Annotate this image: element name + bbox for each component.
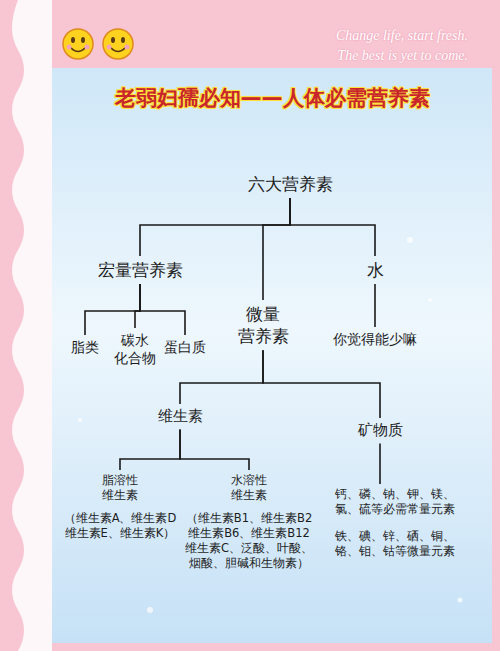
slogan-text: The best is yet to come. xyxy=(337,48,468,64)
node-label: 宏量营养素 xyxy=(98,259,183,281)
node-label: 水 xyxy=(367,259,384,281)
tree-connector xyxy=(180,430,249,471)
slogan-text: Change life, start fresh. xyxy=(336,28,468,44)
text-line: 脂类 xyxy=(71,339,99,355)
tree-connector xyxy=(290,198,375,256)
text-line: 维生素 xyxy=(102,488,138,502)
text-line: 烟酸、胆碱和生物素） xyxy=(189,556,309,570)
tree-node: 脂溶性 维生素 （维生素A、维生素D 维生素E、维生素K） xyxy=(62,472,179,542)
text-line: 维生素 xyxy=(158,407,203,425)
text-line: 氯、硫等必需常量元素 xyxy=(335,502,455,516)
node-label: 脂溶性 维生素 xyxy=(102,473,138,503)
text-line: 六大营养素 xyxy=(248,174,333,194)
text-line: 蛋白质 xyxy=(164,339,206,355)
text-line: 矿物质 xyxy=(358,421,403,439)
tree-node: 矿物质 xyxy=(356,420,405,442)
tree-node: 维生素 xyxy=(156,406,205,428)
text-line: 维生素 xyxy=(231,488,267,502)
text-line: 化合物 xyxy=(114,350,156,366)
text-line: 微量 xyxy=(246,304,280,324)
text-line: 铬、钼、钴等微量元素 xyxy=(335,544,455,558)
text-line: 营养素 xyxy=(238,326,289,346)
tree-connector xyxy=(140,284,185,335)
tree-node: 钙、磷、钠、钾、镁、 氯、硫等必需常量元素铁、碘、锌、硒、铜、 铬、钼、钴等微量… xyxy=(333,486,457,560)
tree-node: 水溶性 维生素 （维生素B1、维生素B2 维生素B6、维生素B12 维生素C、泛酸… xyxy=(183,472,315,572)
text-line: 水溶性 xyxy=(231,473,267,487)
tree-node: 脂类 xyxy=(69,337,101,357)
tree-node: 水 xyxy=(365,258,386,282)
tree-connector xyxy=(140,198,290,256)
text-line: 维生素B6、维生素B12 xyxy=(188,526,310,540)
text-line: 碳水 xyxy=(121,332,149,348)
tree-connector xyxy=(263,350,380,418)
tree-connector xyxy=(374,284,376,327)
tree-node: 微量 营养素 xyxy=(236,302,291,348)
tree-node: 碳水 化合物 xyxy=(112,330,158,368)
tree-connector xyxy=(120,430,180,471)
tree-node: 你觉得能少嘛 xyxy=(331,329,419,349)
text-line: （维生素B1、维生素B2 xyxy=(186,511,312,525)
text-line: 你觉得能少嘛 xyxy=(333,331,417,347)
text-line: 维生素C、泛酸、叶酸、 xyxy=(185,541,313,555)
tree-node: 六大营养素 xyxy=(246,172,335,196)
text-line: 宏量营养素 xyxy=(98,260,183,280)
node-label: 钙、磷、钠、钾、镁、 氯、硫等必需常量元素 xyxy=(335,487,455,517)
page-title: 老弱妇孺必知——人体必需营养素 xyxy=(52,84,492,112)
tree-connector xyxy=(379,444,381,485)
node-label: 脂类 xyxy=(71,338,99,356)
tree-node: 宏量营养素 xyxy=(96,258,185,282)
node-label: 微量 营养素 xyxy=(238,303,289,347)
node-label: 矿物质 xyxy=(358,421,403,441)
tree-connector xyxy=(85,284,140,335)
node-label: 水溶性 维生素 xyxy=(231,473,267,503)
node-label: 六大营养素 xyxy=(248,173,333,195)
node-label: 碳水 化合物 xyxy=(114,331,156,367)
tree-connector xyxy=(263,198,290,300)
text-line: 维生素E、维生素K） xyxy=(65,526,176,540)
text-line: 水 xyxy=(367,260,384,280)
text-line: 铁、碘、锌、硒、铜、 xyxy=(335,529,455,543)
node-detail: 铁、碘、锌、硒、铜、 铬、钼、钴等微量元素 xyxy=(335,529,455,559)
text-line: （维生素A、维生素D xyxy=(64,511,177,525)
node-label: 蛋白质 xyxy=(164,338,206,356)
tree-node: 蛋白质 xyxy=(162,337,208,357)
tree-connector xyxy=(180,350,263,404)
text-line: 脂溶性 xyxy=(102,473,138,487)
node-detail: （维生素A、维生素D 维生素E、维生素K） xyxy=(64,511,177,541)
node-label: 你觉得能少嘛 xyxy=(333,330,417,348)
node-label: 维生素 xyxy=(158,407,203,427)
node-detail: （维生素B1、维生素B2 维生素B6、维生素B12 维生素C、泛酸、叶酸、 烟酸… xyxy=(185,511,313,571)
text-line: 钙、磷、钠、钾、镁、 xyxy=(335,487,455,501)
